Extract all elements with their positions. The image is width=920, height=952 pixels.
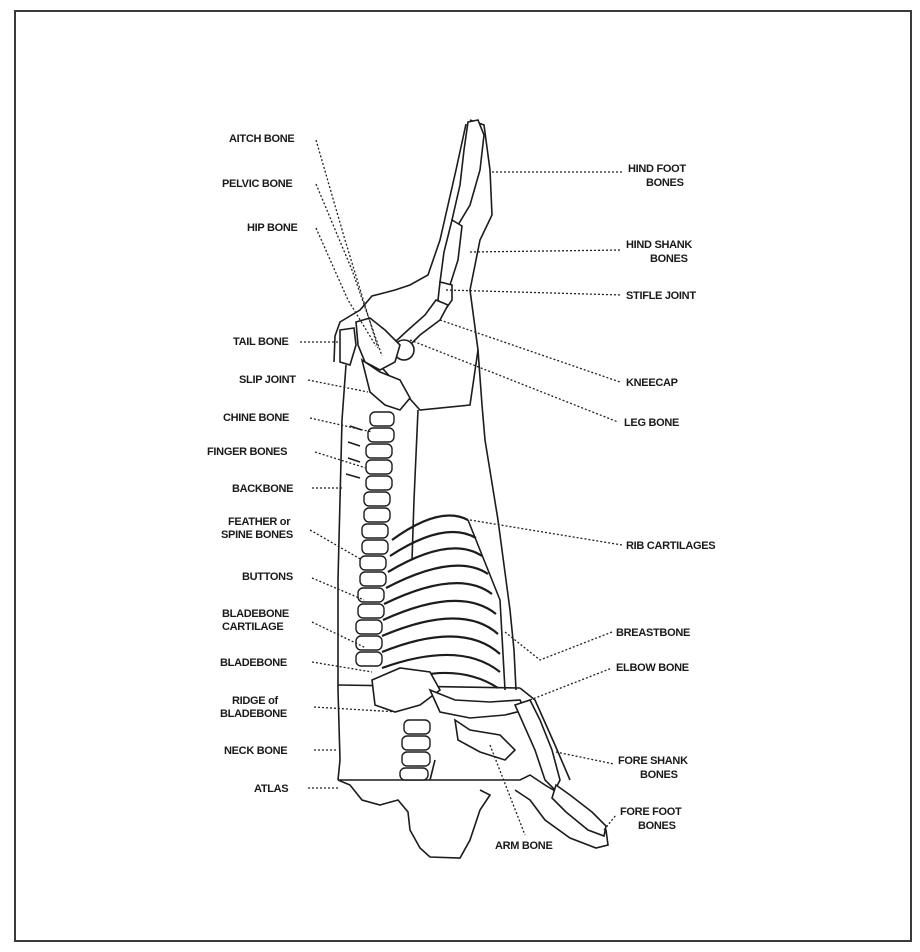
label-buttons: BUTTONS [242, 571, 293, 583]
label-leg-bone: LEG BONE [624, 417, 679, 429]
label-hind-shank-line2: BONES [650, 253, 688, 265]
label-bladebone-cartilage-line1: BLADEBONE [222, 608, 289, 620]
vertebral-column [346, 412, 430, 780]
label-fore-shank-line2: BONES [640, 769, 678, 781]
label-rib-cartilages: RIB CARTILAGES [626, 540, 715, 552]
label-atlas: ATLAS [254, 783, 288, 795]
label-fore-shank-line1: FORE SHANK [618, 755, 688, 767]
hind-limb-bones [394, 120, 484, 360]
label-aitch-bone: AITCH BONE [229, 133, 294, 145]
label-bladebone: BLADEBONE [220, 657, 287, 669]
label-backbone: BACKBONE [232, 483, 293, 495]
label-feather-line1: FEATHER or [228, 516, 291, 528]
label-chine-bone: CHINE BONE [223, 412, 289, 424]
label-arm-bone: ARM BONE [495, 840, 553, 852]
label-finger-bones: FINGER BONES [207, 446, 287, 458]
label-neck-bone: NECK BONE [224, 745, 287, 757]
label-pelvic-bone: PELVIC BONE [222, 178, 292, 190]
labels-right: HIND FOOT BONES HIND SHANK BONES STIFLE … [495, 163, 715, 852]
pelvis-bones [340, 318, 410, 410]
label-breastbone: BREASTBONE [616, 627, 690, 639]
label-bladebone-cartilage-line2: CARTILAGE [222, 621, 283, 633]
label-fore-foot-line2: BONES [638, 820, 676, 832]
rib-cage [382, 516, 505, 691]
label-feather-line2: SPINE BONES [221, 529, 293, 541]
label-tail-bone: TAIL BONE [233, 336, 289, 348]
labels-left: AITCH BONE PELVIC BONE HIP BONE TAIL BON… [207, 133, 298, 795]
label-kneecap: KNEECAP [626, 377, 678, 389]
label-hind-shank-line1: HIND SHANK [626, 239, 692, 251]
label-ridge-line1: RIDGE of [232, 695, 279, 707]
label-elbow-bone: ELBOW BONE [616, 662, 689, 674]
label-hind-foot-line2: BONES [646, 177, 684, 189]
label-fore-foot-line1: FORE FOOT [620, 806, 682, 818]
label-ridge-line2: BLADEBONE [220, 708, 287, 720]
label-slip-joint: SLIP JOINT [239, 374, 296, 386]
label-hip-bone: HIP BONE [247, 222, 298, 234]
label-stifle-joint: STIFLE JOINT [626, 290, 696, 302]
label-hind-foot-line1: HIND FOOT [628, 163, 686, 175]
